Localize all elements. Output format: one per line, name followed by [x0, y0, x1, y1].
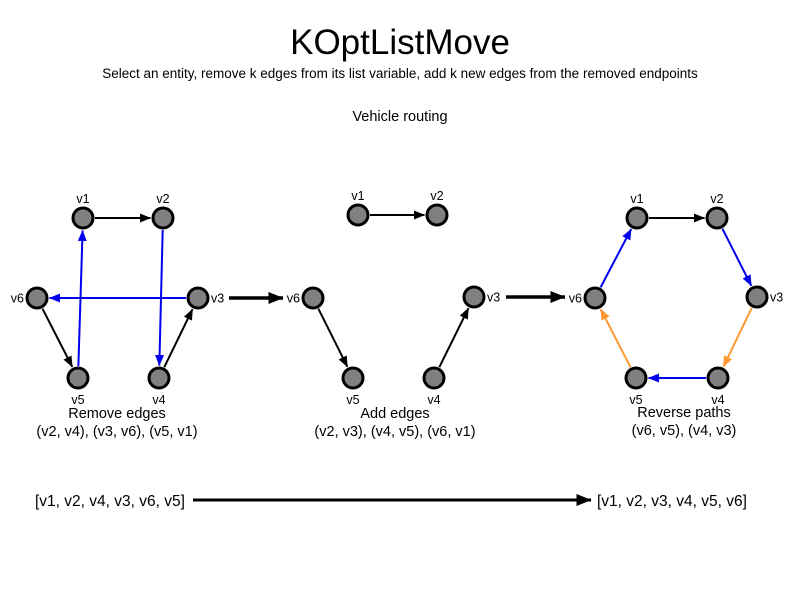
node-label-v2: v2: [156, 192, 169, 206]
node-label-v4: v4: [427, 393, 440, 407]
node-label-v1: v1: [630, 192, 643, 206]
edge-v6-v5: [317, 308, 349, 368]
graph-caption-title: Add edges: [360, 406, 429, 422]
node-add-edges-v6: [301, 286, 325, 310]
node-add-edges-v4: [422, 366, 446, 390]
node-add-edges-v2: [425, 203, 449, 227]
graph-caption-title: Reverse paths: [637, 405, 731, 421]
node-label-v6: v6: [11, 292, 24, 306]
node-add-edges-v3: [462, 285, 486, 309]
edge-v3-v4: [722, 307, 753, 368]
graph-caption-detail: (v2, v3), (v4, v5), (v6, v1): [314, 424, 475, 440]
node-add-edges-v1: [346, 203, 370, 227]
before-list: [v1, v2, v4, v3, v6, v5]: [35, 493, 185, 510]
after-list: [v1, v2, v3, v4, v5, v6]: [597, 493, 747, 510]
node-reverse-paths-v2: [705, 206, 729, 230]
node-remove-edges-v4: [147, 366, 171, 390]
node-label-v3: v3: [770, 291, 783, 305]
node-label-v3: v3: [487, 291, 500, 305]
node-label-v2: v2: [710, 192, 723, 206]
edge-v6-v1: [599, 228, 633, 288]
node-label-v4: v4: [711, 393, 724, 407]
node-label-v1: v1: [76, 192, 89, 206]
node-remove-edges-v2: [151, 206, 175, 230]
node-label-v6: v6: [287, 292, 300, 306]
scenario-label: Vehicle routing: [352, 109, 448, 125]
graph-caption-title: Remove edges: [68, 406, 166, 422]
graph-caption-detail: (v2, v4), (v3, v6), (v5, v1): [36, 424, 197, 440]
node-label-v4: v4: [152, 393, 165, 407]
node-label-v5: v5: [346, 393, 359, 407]
edge-v5-v1: [77, 229, 87, 367]
node-reverse-paths-v5: [624, 366, 648, 390]
node-label-v3: v3: [211, 292, 224, 306]
node-label-v5: v5: [71, 393, 84, 407]
node-reverse-paths-v4: [706, 366, 730, 390]
edge-v4-v3: [163, 308, 194, 368]
node-label-v1: v1: [351, 189, 364, 203]
node-reverse-paths-v6: [583, 286, 607, 310]
page-subtitle: Select an entity, remove k edges from it…: [102, 66, 698, 81]
edge-v2-v3: [721, 228, 753, 287]
edge-v6-v5: [41, 308, 74, 368]
edge-v4-v3: [438, 307, 470, 368]
node-reverse-paths-v3: [745, 285, 769, 309]
node-label-v2: v2: [430, 189, 443, 203]
node-add-edges-v5: [341, 366, 365, 390]
node-reverse-paths-v1: [625, 206, 649, 230]
node-remove-edges-v3: [186, 286, 210, 310]
node-remove-edges-v6: [25, 286, 49, 310]
edge-v5-v6: [599, 308, 632, 368]
page-title: KOptListMove: [290, 23, 510, 62]
node-remove-edges-v1: [71, 206, 95, 230]
node-label-v5: v5: [629, 393, 642, 407]
node-remove-edges-v5: [66, 366, 90, 390]
node-label-v6: v6: [569, 292, 582, 306]
graph-caption-detail: (v6, v5), (v4, v3): [632, 423, 737, 439]
